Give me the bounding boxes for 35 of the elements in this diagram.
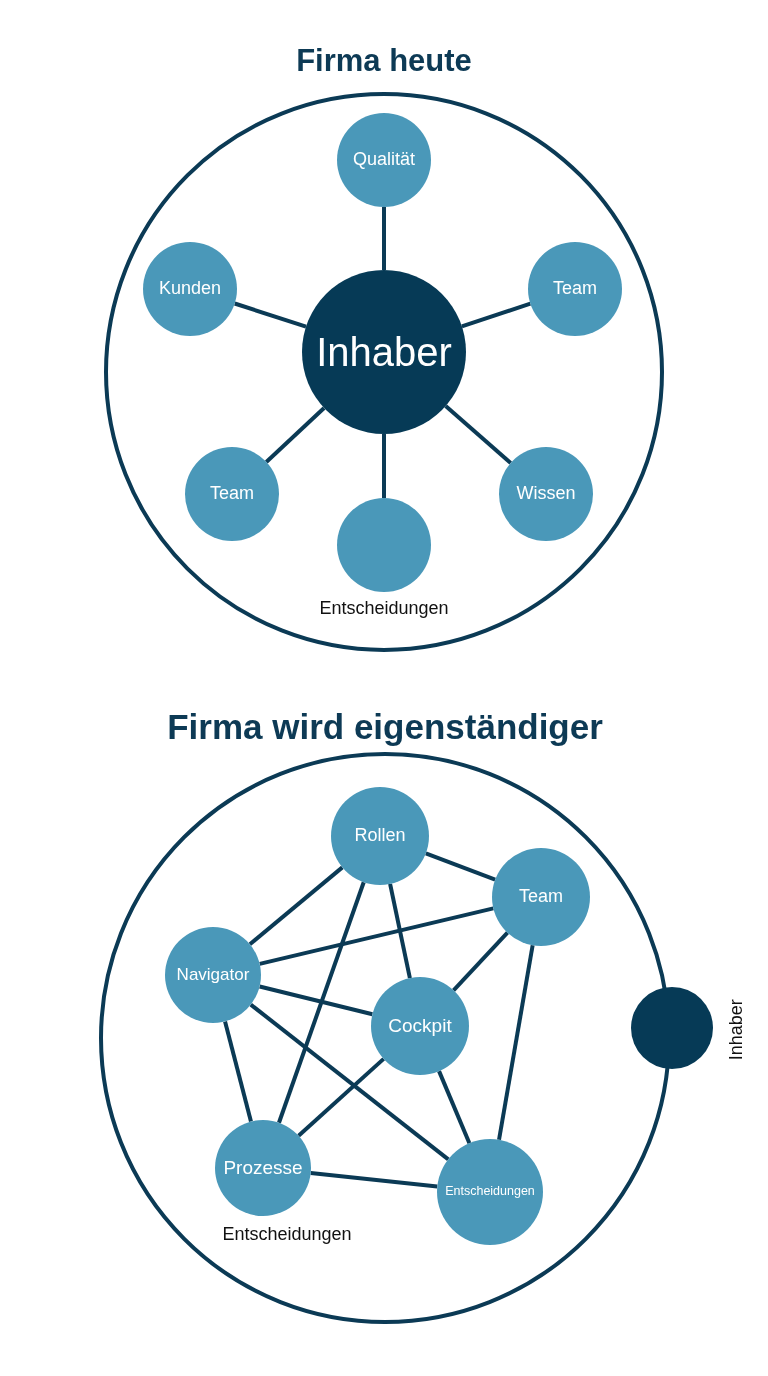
connector-line — [259, 906, 494, 966]
connector-line — [259, 984, 373, 1017]
connector-line — [234, 301, 307, 329]
node-label: Qualität — [352, 150, 415, 170]
node-label: Team — [519, 887, 563, 907]
connector-line — [461, 301, 531, 329]
node-label: Rollen — [354, 826, 406, 846]
connector-line — [444, 404, 512, 465]
caption-label: Entscheidungen — [319, 598, 449, 620]
connector-line — [265, 406, 326, 464]
section-title: Firma wird eigenständiger — [167, 706, 603, 748]
node-label: Prozesse — [223, 1157, 303, 1179]
node-label: Navigator — [176, 965, 250, 985]
connector-line — [388, 883, 412, 979]
connector-line — [497, 944, 535, 1141]
caption-label: Entscheidungen — [222, 1224, 352, 1246]
node-label: Cockpit — [388, 1015, 452, 1037]
node-label: Entscheidungen — [445, 1185, 535, 1199]
connector-line — [452, 931, 509, 992]
connector-line — [425, 851, 496, 882]
connector-line — [310, 1171, 438, 1189]
connector-line — [223, 1020, 253, 1123]
connector-line — [382, 207, 386, 270]
node-label: Team — [210, 484, 254, 504]
section-title: Firma heute — [296, 42, 472, 80]
caption-label: Inhaber — [725, 999, 747, 1061]
connector-line — [249, 1003, 450, 1161]
node-label: Wissen — [516, 484, 576, 504]
connector-line — [248, 865, 344, 946]
node-label: Team — [553, 279, 597, 299]
connector-line — [277, 881, 366, 1124]
node-label: Inhaber — [316, 330, 452, 374]
node-label: Kunden — [158, 279, 222, 299]
connector-line — [382, 434, 386, 498]
connector-line — [437, 1070, 472, 1144]
